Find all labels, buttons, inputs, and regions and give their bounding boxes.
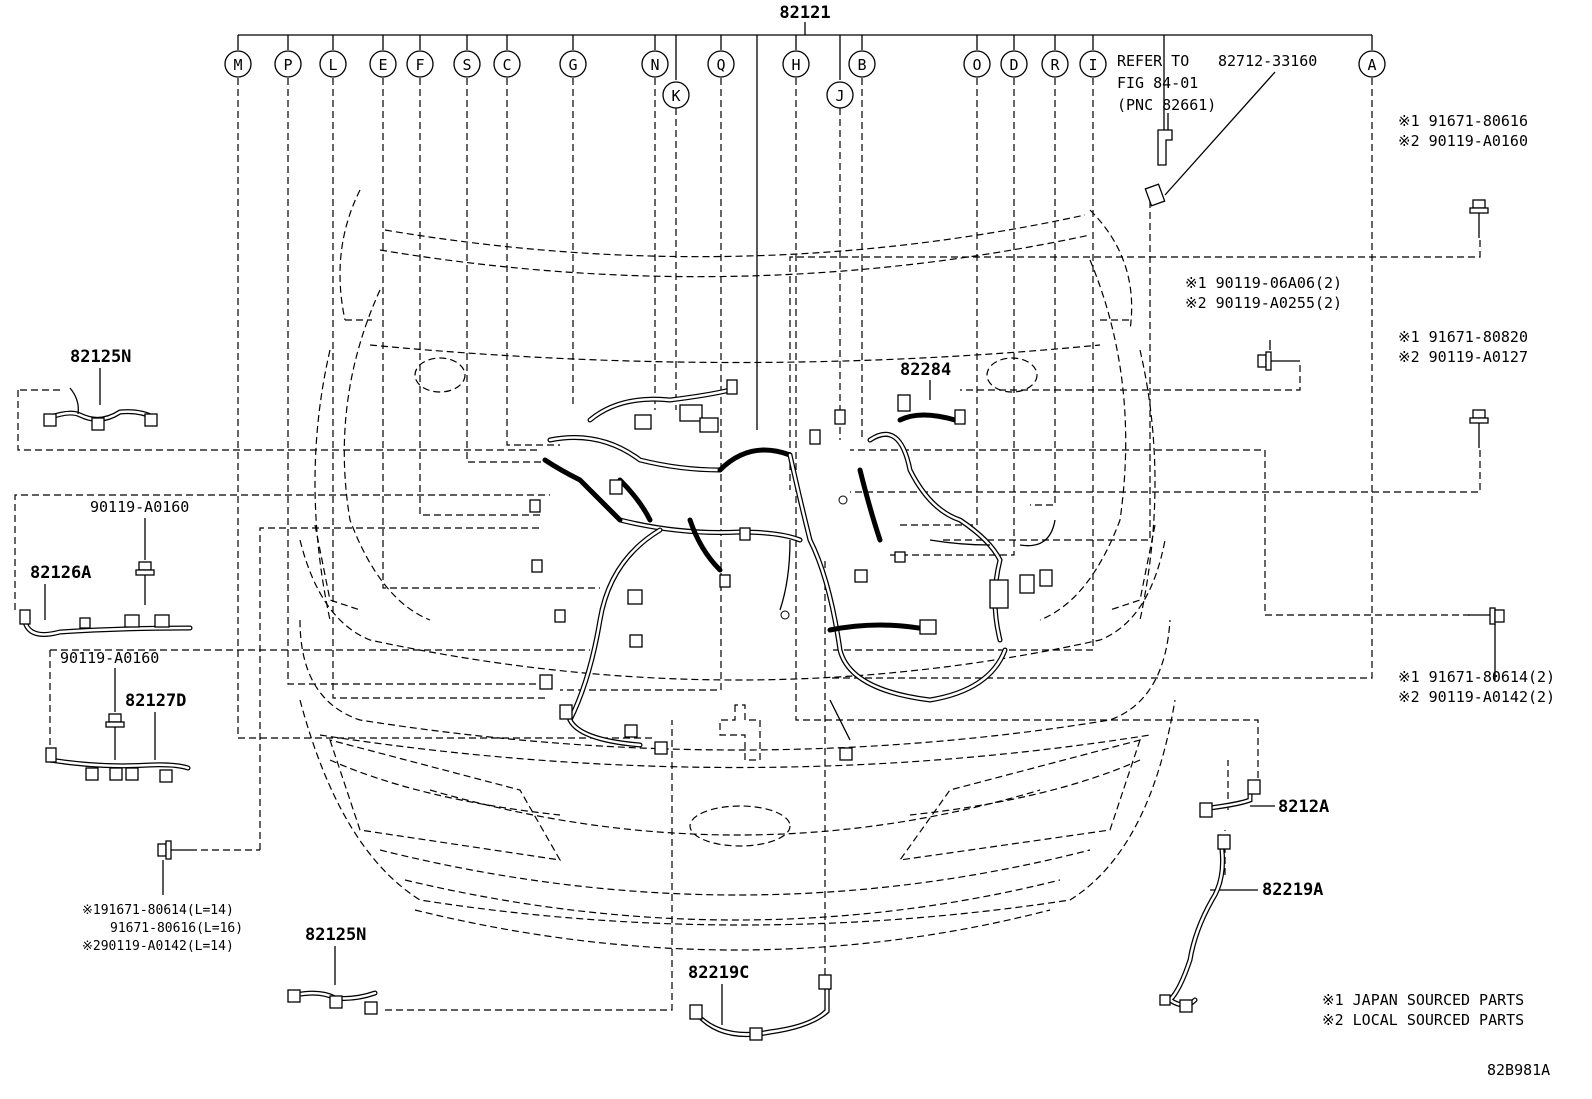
connector-circle-a [1358,50,1386,78]
note-1a: ※1 91671-80616 [1398,112,1528,130]
main-part-number: 82121 [779,3,830,23]
part-82284-label: 82284 [900,360,951,380]
right-notes: ※1 91671-80616 ※2 90119-A0160 ※1 90119-0… [1185,112,1555,706]
bolt-icon [157,840,190,860]
connector-letter-l: L [328,56,337,74]
connector-circle-n [641,50,669,78]
note-4a: ※1 91671-80614(2) [1398,668,1555,686]
connector-letter-r: R [1050,56,1060,74]
left-note-1: ※191671-80614(L=14) [82,903,234,918]
bolt-icon [1469,199,1489,238]
part-82125N-top-label: 82125N [70,347,131,367]
note-2a: ※1 90119-06A06(2) [1185,274,1342,292]
connector-letter-p: P [283,56,292,74]
part-82127D-label: 82127D [125,691,186,711]
connector-letter-e: E [378,56,387,74]
connector-letter-o: O [972,56,981,74]
left-parts: 82125N 90119-A0160 82126A 90119-A0160 [19,347,243,954]
note-2b: ※2 90119-A0255(2) [1185,294,1342,312]
connector-circle-d [1000,50,1028,78]
bolt-icon [135,561,155,605]
legend-local: ※2 LOCAL SOURCED PARTS [1322,1011,1524,1029]
refer-line3: (PNC 82661) [1117,96,1216,114]
part-82219C-label: 82219C [688,963,749,983]
engine-harness [529,379,1056,761]
note-4b: ※2 90119-A0142(2) [1398,688,1555,706]
connector-letter-n: N [650,56,659,74]
part-82712-clip [1144,183,1166,207]
note-3b: ※2 90119-A0127 [1398,348,1528,366]
connector-circle-c [493,50,521,78]
part-90119-b-label: 90119-A0160 [60,649,159,667]
part-82284: 82284 [900,360,951,400]
connector-circle-p [274,50,302,78]
connector-circle-l [319,50,347,78]
connector-circle-h [782,50,810,78]
connector-letter-g: G [568,56,577,74]
figure-code: 82B981A [1487,1061,1550,1079]
refer-bracket-part [1157,129,1173,166]
note-1b: ※2 90119-A0160 [1398,132,1528,150]
top-bracket [237,22,1373,430]
part-8212A-label: 8212A [1278,797,1329,817]
part-90119-a-label: 90119-A0160 [90,498,189,516]
connector-circle-b [848,50,876,78]
connector-letter-b: B [857,56,866,74]
part-82219A-label: 82219A [1262,880,1323,900]
bolt-icon [1468,607,1505,680]
bolt-icon [105,713,125,760]
connector-circle-e [369,50,397,78]
vehicle-outline [299,189,1176,951]
connector-letter-i: I [1088,56,1097,74]
connector-circle-r [1041,50,1069,78]
connector-letter-f: F [415,56,424,74]
legend-japan: ※1 JAPAN SOURCED PARTS [1322,991,1524,1009]
refer-block: REFER TO FIG 84-01 (PNC 82661) 82712-331… [1117,52,1317,207]
connector-circle-i [1079,50,1107,78]
connector-letter-j: J [835,87,844,105]
connector-circle-q [707,50,735,78]
connector-letter-m: M [233,56,242,74]
connector-circle-f [406,50,434,78]
refer-line2: FIG 84-01 [1117,74,1198,92]
leader-lines [14,78,1481,1011]
note-3a: ※1 91671-80820 [1398,328,1528,346]
connector-circle-m [224,50,252,78]
connector-letter-q: Q [716,56,725,74]
bottom-parts: 82125N 82219C 8212A 82219A [287,779,1329,1041]
connector-letter-c: C [502,56,511,74]
connector-letter-d: D [1009,56,1018,74]
part-82125N-bottom-label: 82125N [305,925,366,945]
left-note-2: 91671-80616(L=16) [110,921,243,936]
part-82126A-label: 82126A [30,563,91,583]
connector-letter-s: S [462,56,471,74]
connector-circle-o [963,50,991,78]
connector-letter-k: K [671,87,680,105]
connector-circle-s [453,50,481,78]
connector-letter-a: A [1367,56,1376,74]
connector-letter-circles: M P L E F S C G NK Q H JB O D R I A [224,50,1386,109]
bolt-icon [1469,409,1489,448]
refer-line1: REFER TO [1117,52,1189,70]
connector-circle-g [559,50,587,78]
bolt-icon [1257,340,1300,371]
part-82712-label: 82712-33160 [1218,52,1317,70]
connector-letter-h: H [791,56,800,74]
left-note-3: ※290119-A0142(L=14) [82,939,234,954]
